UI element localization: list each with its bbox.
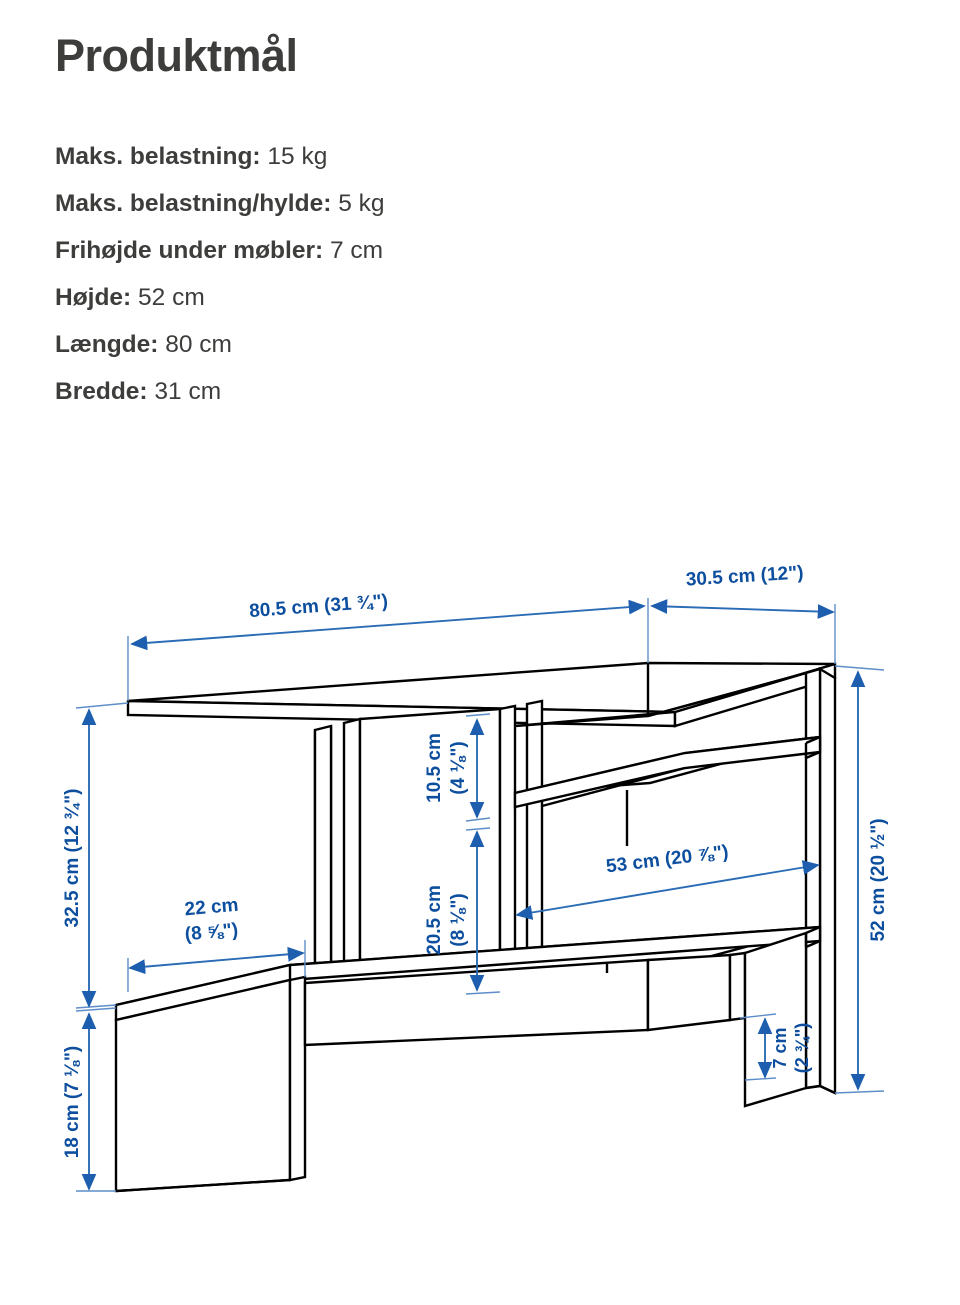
ext-line-lower-comp-top <box>465 827 491 831</box>
right-side-panel <box>818 666 837 1095</box>
ext-line-total-height-bot <box>834 1090 885 1094</box>
plinth-right-face <box>646 953 732 1032</box>
dim-line-top-length <box>130 599 646 651</box>
dim-line-step-width <box>128 946 305 975</box>
spec-value: 5 kg <box>338 190 385 217</box>
spec-label: Længde: <box>55 331 159 358</box>
spec-value: 52 cm <box>138 284 205 311</box>
specification-list: Maks. belastning: 15 kg Maks. belastning… <box>55 133 755 415</box>
ext-line-clearance-top <box>739 1013 777 1019</box>
dim-line-top-depth <box>650 599 835 619</box>
spec-label: Bredde: <box>55 378 148 405</box>
dim-line-shelf-width <box>515 860 820 920</box>
spec-label: Maks. belastning: <box>55 143 261 170</box>
product-drawing: 80.5 cm (31 ¾") 30.5 cm (12") 32.5 cm (1… <box>0 540 960 1240</box>
dim-label-step-width-1: 22 cm <box>184 895 240 921</box>
product-drawing-svg: 80.5 cm (31 ¾") 30.5 cm (12") 32.5 cm (1… <box>62 562 889 1193</box>
plinth-leg <box>728 951 747 1022</box>
spec-row-width: Bredde: 31 cm <box>55 368 755 415</box>
ext-line-left-upper-top <box>75 702 129 709</box>
upper-shelf-to-panel <box>804 735 821 760</box>
dim-label-shelf-width: 53 cm (20 ⅞") <box>605 842 730 878</box>
dim-label-clearance-2: (2 ¾") <box>792 1023 812 1074</box>
bottom-right-foot <box>805 1084 836 1095</box>
spec-value: 31 cm <box>154 378 222 405</box>
spec-label: Frihøjde under møbler: <box>55 237 324 264</box>
spec-row-height: Højde: 52 cm <box>55 274 755 321</box>
dim-label-lower-compartment-2: (8 ⅛") <box>448 893 469 946</box>
spec-row-length: Længde: 80 cm <box>55 321 755 368</box>
ext-line-total-height-top <box>834 665 885 671</box>
dim-label-total-height: 52 cm (20 ½") <box>868 818 889 941</box>
shelf-to-right-panel <box>804 925 821 949</box>
furniture-geometry <box>114 661 837 1193</box>
ext-line-upper-comp-bot <box>465 817 491 822</box>
spec-value: 15 kg <box>267 143 328 170</box>
ext-line-lower-comp-bot <box>465 991 501 995</box>
left-block-side <box>288 975 307 1182</box>
spec-row-max-load: Maks. belastning: 15 kg <box>55 133 755 180</box>
spec-row-clearance: Frihøjde under møbler: 7 cm <box>55 227 755 274</box>
spec-value: 7 cm <box>329 237 384 264</box>
dim-label-step-width-2: (8 ⅝") <box>184 920 239 946</box>
dim-label-top-depth: 30.5 cm (12") <box>685 562 804 590</box>
dim-label-upper-compartment-2: (4 ⅛") <box>448 741 469 794</box>
dim-label-upper-compartment-1: 10.5 cm <box>424 733 445 803</box>
ext-line-upper-comp-top <box>465 713 491 717</box>
ext-line-left-lower-top <box>75 1007 117 1012</box>
spec-row-max-load-shelf: Maks. belastning/hylde: 5 kg <box>55 180 755 227</box>
dim-label-left-lower-height: 18 cm (7 ⅛") <box>62 1046 83 1159</box>
middle-shelf-underline <box>541 766 686 808</box>
left-block-bottom <box>115 1178 291 1193</box>
dim-label-top-length: 80.5 cm (31 ¾") <box>249 591 389 622</box>
spec-label: Højde: <box>55 284 132 311</box>
dim-label-clearance-1: 7 cm <box>770 1027 790 1068</box>
dim-label-lower-compartment-1: 20.5 cm <box>424 885 445 955</box>
spec-value: 80 cm <box>165 331 232 358</box>
spec-label: Maks. belastning/hylde: <box>55 190 332 217</box>
top-underside-edge <box>646 663 807 718</box>
ext-line-left-upper-bot <box>75 1004 117 1009</box>
page-title: Produktmål <box>55 30 298 81</box>
dim-label-left-upper-height: 32.5 cm (12 ¾") <box>62 789 83 928</box>
